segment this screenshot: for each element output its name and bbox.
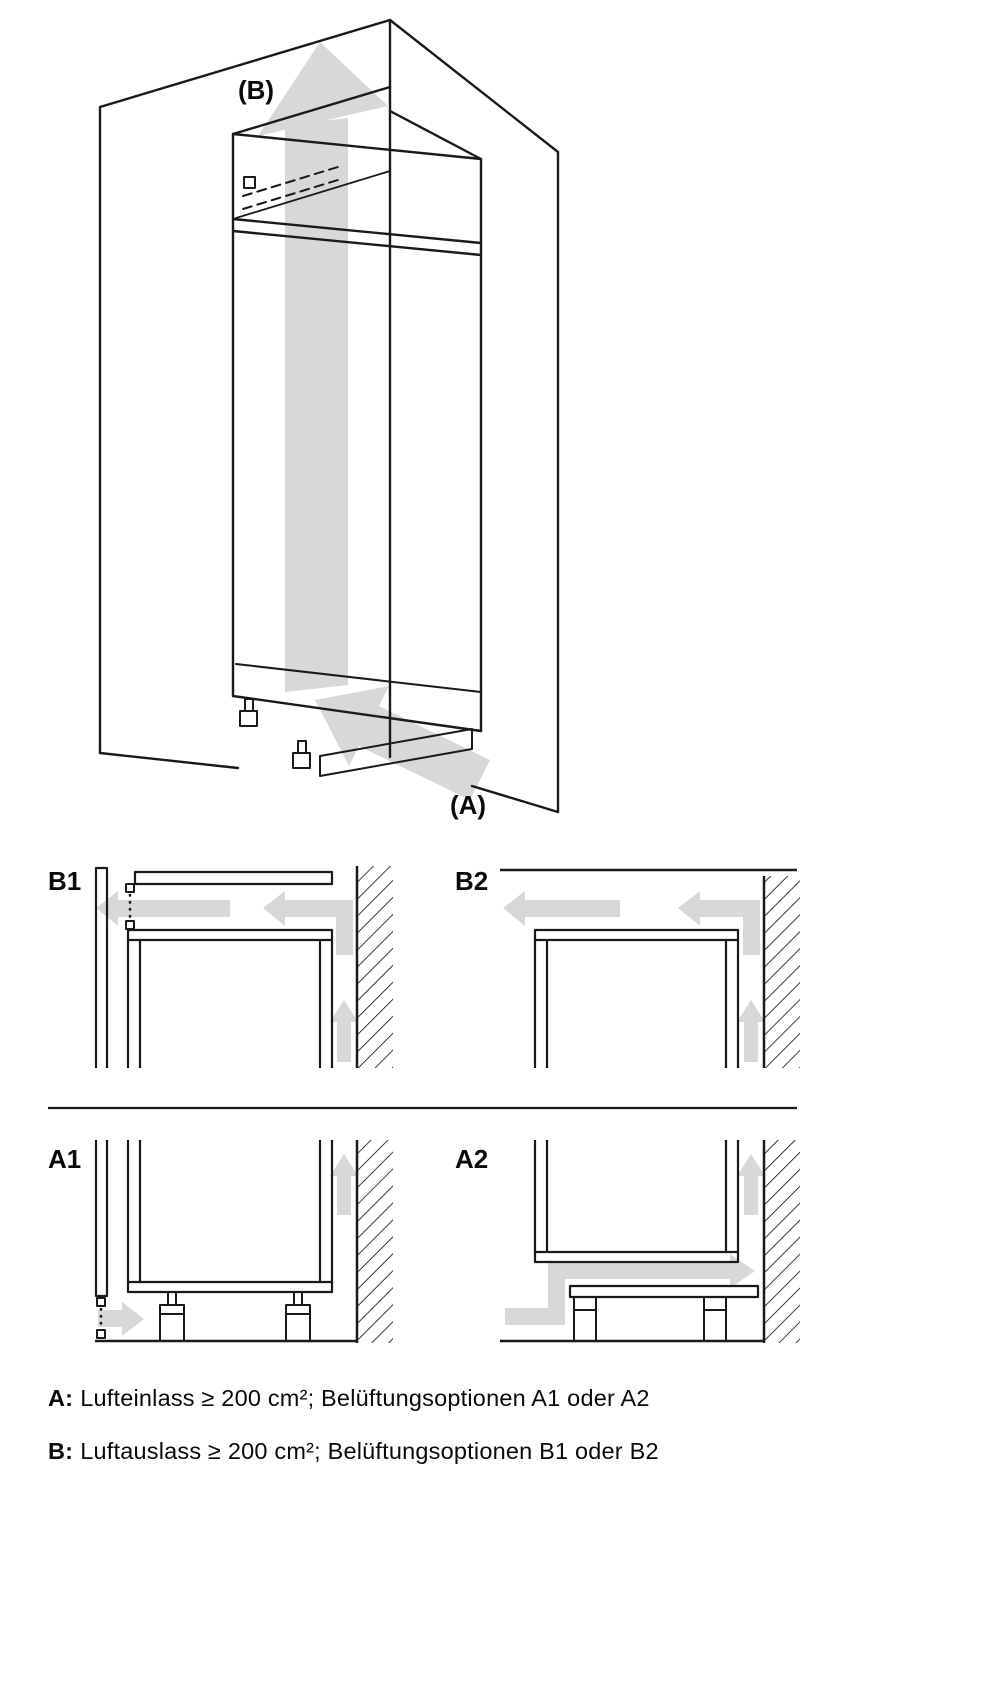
caption-air-outlet-prefix: B: [48, 1438, 74, 1465]
caption-air-inlet-text: Lufteinlass ≥ 200 cm²; Belüftungsoptione… [80, 1385, 650, 1411]
b1-grille-end-square-bottom [125, 920, 135, 930]
outlet-airflow-up-arrow-shaft-icon [285, 118, 348, 692]
b1-appliance-side-lines [126, 940, 334, 1068]
a1-right-foot-screw [293, 1291, 303, 1306]
panel-a2-arrows [505, 1154, 765, 1325]
a1-hatched-wall [357, 1140, 393, 1343]
plinth-board-outline [319, 728, 473, 777]
a2-appliance-side-lines [533, 1140, 740, 1252]
b1-top-turn-arrow-icon [263, 891, 353, 955]
a1-rear-up-arrow-icon [330, 1154, 358, 1215]
panel-a1: A1 [48, 1140, 393, 1343]
a1-left-foot-base [159, 1304, 185, 1342]
a2-rear-up-arrow-icon [737, 1154, 765, 1215]
a1-left-foot-screw [167, 1291, 177, 1306]
caption-air-outlet-text: Luftauslass ≥ 200 cm²; Belüftungsoptione… [80, 1438, 659, 1465]
air-outlet-label: (B) [238, 75, 274, 105]
niche-left-wall-bottom-edge [98, 751, 240, 770]
a2-hatched-wall [764, 1140, 800, 1343]
b2-hatched-wall [764, 876, 800, 1068]
a2-appliance-bottom-panel [533, 1250, 740, 1264]
a2-plinth-board [568, 1284, 760, 1299]
a1-right-foot-base [285, 1304, 311, 1342]
panel-a2: A2 [455, 1140, 800, 1343]
front-foot-base [239, 710, 258, 727]
air-inlet-label: (A) [450, 790, 486, 820]
vent-channel-inner-edge [235, 170, 391, 219]
hidden-vent-edge-dashed-2 [242, 179, 339, 210]
panel-b1-arrows [96, 891, 358, 1062]
outlet-airflow-up-arrow-head-icon [258, 42, 388, 136]
cabinet-top-back-edge [388, 109, 483, 161]
a1-grille-end-square-top [96, 1297, 106, 1307]
a1-appliance-bottom-panel [126, 1280, 334, 1294]
front-foot-screw [244, 698, 254, 712]
cabinet-interior-floor-line [235, 663, 482, 693]
niche-left-wall-outline [98, 18, 392, 759]
b2-front-outlet-arrow-icon [503, 891, 620, 926]
ventilation-diagram-svg: (B) (A) B1 [48, 18, 800, 1343]
panel-b1: B1 [48, 866, 393, 1068]
b2-rear-up-arrow-icon [737, 1000, 765, 1062]
b2-appliance-side-lines [533, 940, 740, 1068]
niche-right-wall-outline [388, 18, 560, 814]
panel-b2-arrows [503, 891, 765, 1062]
panel-b1-label: B1 [48, 866, 81, 896]
inlet-airflow-floor-arrow-icon [315, 686, 490, 800]
b2-appliance-top-panel [533, 928, 740, 942]
b1-top-furniture-panel [133, 870, 334, 886]
panel-a2-label: A2 [455, 1144, 488, 1174]
vent-channel-shelf-lower-line [231, 229, 483, 257]
b1-appliance-top-panel [126, 928, 334, 942]
rear-foot-screw [297, 740, 307, 754]
caption-air-inlet-prefix: A: [48, 1385, 74, 1411]
a1-grille-end-square-bottom [96, 1329, 106, 1339]
vent-cutout-marker [243, 176, 256, 189]
main-isometric-diagram: (B) (A) [98, 18, 560, 820]
vent-channel-shelf-upper-line [231, 217, 483, 245]
hidden-vent-edge-dashed-1 [242, 166, 339, 197]
a2-underflow-step-arrow-icon [505, 1254, 755, 1325]
a1-front-furniture-panel [94, 1140, 109, 1298]
b1-rear-up-arrow-icon [330, 1000, 358, 1062]
a1-front-inlet-arrow-icon [98, 1302, 144, 1336]
b1-grille-end-square-top [125, 883, 135, 893]
a1-appliance-side-lines [126, 1140, 334, 1282]
caption-air-outlet: B:Luftauslass ≥ 200 cm²; Belüftungsoptio… [48, 1436, 960, 1467]
b1-hatched-wall [357, 866, 393, 1068]
a2-right-foot-base [703, 1296, 727, 1342]
rear-foot-base [292, 752, 311, 769]
b2-top-turn-arrow-icon [678, 891, 760, 955]
b1-front-outlet-arrow-icon [96, 891, 230, 926]
caption-block: A:Lufteinlass ≥ 200 cm²; Belüftungsoptio… [48, 1383, 960, 1489]
panel-b2: B2 [455, 866, 800, 1068]
caption-air-inlet: A:Lufteinlass ≥ 200 cm²; Belüftungsoptio… [48, 1383, 960, 1414]
panel-b2-label: B2 [455, 866, 488, 896]
cabinet-bottom-front-edge [231, 694, 483, 733]
b1-front-furniture-panel [94, 866, 109, 1068]
panel-a1-label: A1 [48, 1144, 81, 1174]
a2-left-foot-base [573, 1296, 597, 1342]
panel-a1-arrows [98, 1154, 358, 1336]
